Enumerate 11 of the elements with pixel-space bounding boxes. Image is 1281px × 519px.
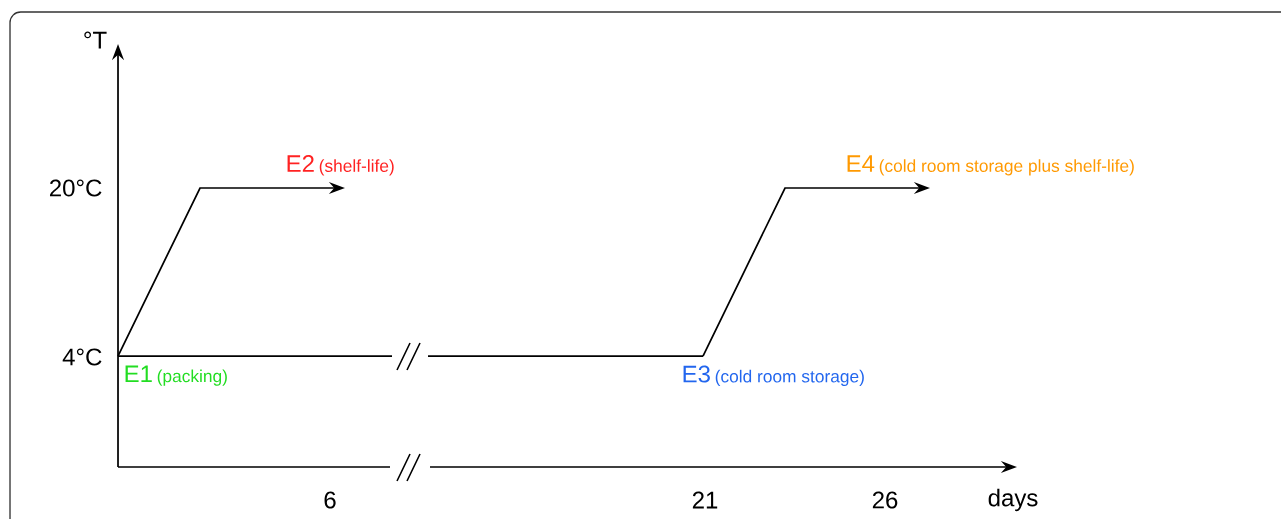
event-label: E1 (packing) [125,365,227,386]
event-label: E4 (cold room storage plus shelf-life) [847,155,1134,176]
event-label: E2 (shelf-life) [287,155,394,176]
axis-label: °T [84,31,107,49]
tick-label: 26 [872,491,898,509]
event-label: E3 (cold room storage) [683,365,864,386]
tick-label: 6 [324,491,336,509]
tick-label: 20°C [50,179,102,197]
axis-label: days [988,488,1038,512]
tick-label: 4°C [62,348,102,366]
tick-label: 21 [692,491,718,509]
